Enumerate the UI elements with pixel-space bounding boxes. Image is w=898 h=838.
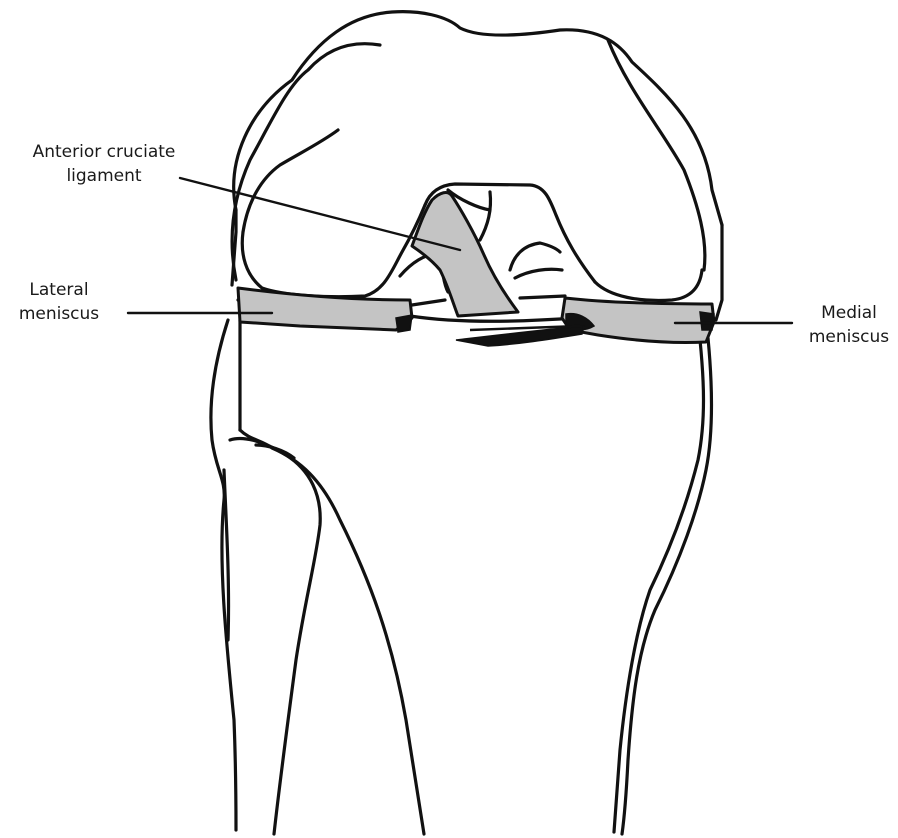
medial-meniscus-tip	[700, 312, 714, 330]
label-lateral-line-1: Lateral	[0, 278, 118, 302]
label-anterior-cruciate-ligament: Anterior cruciate ligament	[4, 140, 204, 188]
tibia-fibula	[211, 320, 712, 834]
lateral-meniscus-shape	[238, 288, 412, 330]
acl-shape	[412, 193, 518, 316]
label-lateral-line-2: meniscus	[0, 302, 118, 326]
label-medial-line-2: meniscus	[790, 325, 898, 349]
label-lateral-meniscus: Lateral meniscus	[0, 278, 118, 326]
leader-anterior-cruciate-ligament	[180, 178, 460, 250]
label-acl-line-2: ligament	[4, 164, 204, 188]
label-medial-line-1: Medial	[790, 301, 898, 325]
label-acl-line-1: Anterior cruciate	[4, 140, 204, 164]
label-medial-meniscus: Medial meniscus	[790, 301, 898, 349]
lateral-meniscus-horn	[396, 315, 412, 332]
